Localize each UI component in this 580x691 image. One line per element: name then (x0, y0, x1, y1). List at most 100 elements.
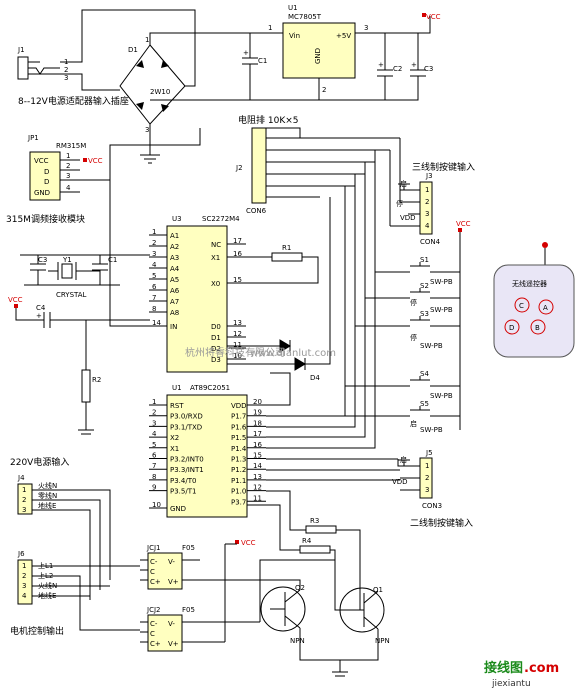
pin-number: 3 (152, 250, 156, 258)
svg-text:C-: C- (150, 620, 158, 628)
svg-text:SW-PB: SW-PB (430, 278, 453, 286)
mcu-ic: U1 AT89C2051 RST1P3.0/RXD2P3.1/TXD3X24X1… (149, 384, 266, 518)
svg-text:地线E: 地线E (38, 501, 56, 510)
logo-dot: .com (524, 661, 559, 676)
pin-label: P3.0/RXD (170, 413, 203, 421)
rf-module: VCC D D GND 1 2 3 4 (29, 151, 80, 201)
pin-label: A1 (170, 232, 179, 240)
pin-number: 1 (152, 398, 156, 406)
ssr-1: JCJ1 F05 C- C C+ V- V+ (140, 544, 225, 590)
pin-label: P1.2 (231, 466, 246, 474)
voltage-regulator: U1 MC7805T Vin +5V GND 1 3 2 (268, 4, 368, 94)
pin-number: 11 (253, 494, 262, 502)
logo-cn: 接线图 (484, 660, 523, 676)
svg-text:VDD: VDD (400, 214, 416, 222)
bridge-rectifier: D1 2W10 1 3 (119, 36, 186, 134)
motor-output-connector: J6 1 2 3 4 上L1 上L2 火线N 地线E (17, 550, 140, 631)
bridge-ref: D1 (128, 46, 138, 54)
remote-btn-b: B (535, 324, 540, 332)
pin-label: D1 (211, 334, 221, 342)
pin-number: 6 (152, 452, 157, 460)
switch-s2: S2 SW-PB 停 (395, 282, 460, 314)
pin-label: X1 (211, 254, 220, 262)
svg-text:2: 2 (64, 66, 68, 74)
svg-text:J5: J5 (425, 449, 433, 457)
pin-number: 9 (152, 484, 156, 492)
svg-text:C: C (150, 630, 155, 638)
svg-text:R3: R3 (310, 517, 319, 525)
svg-text:S1: S1 (420, 256, 429, 264)
svg-text:CON6: CON6 (246, 207, 267, 215)
svg-text:SW-PB: SW-PB (420, 426, 443, 434)
remote-btn-a: A (543, 304, 548, 312)
svg-text:F05: F05 (182, 544, 195, 552)
svg-text:3: 3 (22, 506, 26, 514)
svg-text:1: 1 (22, 562, 26, 570)
three-wire-label: 三线制按键输入 (412, 161, 475, 173)
ac-input-connector: J4 1 2 3 火线N 零线N 地线E (17, 474, 111, 600)
svg-text:SC2272M4: SC2272M4 (202, 215, 240, 223)
svg-text:AT89C2051: AT89C2051 (190, 384, 230, 392)
svg-text:RM315M: RM315M (56, 142, 86, 150)
svg-text:R2: R2 (92, 376, 101, 384)
pin-number: 5 (152, 441, 156, 449)
svg-text:SW-PB: SW-PB (430, 392, 453, 400)
pin-label: X1 (170, 445, 179, 453)
svg-text:停: 停 (410, 298, 417, 307)
svg-text:C1: C1 (108, 256, 117, 264)
svg-text:V-: V- (168, 620, 175, 628)
pin-label: P1.6 (231, 423, 247, 431)
pin-label: A7 (170, 298, 179, 306)
svg-text:SW-PB: SW-PB (430, 306, 453, 314)
svg-text:C+: C+ (150, 578, 161, 586)
pin-label: D0 (211, 323, 221, 331)
svg-text:C4: C4 (36, 304, 46, 312)
pin-number: 10 (233, 352, 242, 360)
pin-label: NC (211, 241, 221, 249)
vcc-top: VCC (426, 13, 441, 21)
pin-number: 8 (152, 473, 156, 481)
pin-label: X0 (211, 280, 220, 288)
svg-text:U3: U3 (172, 215, 182, 223)
svg-text:J4: J4 (17, 474, 25, 482)
svg-text:+: + (378, 61, 384, 69)
pin-number: 18 (253, 419, 262, 427)
resistor-network: J2 CON6 (235, 127, 320, 215)
svg-text:1: 1 (66, 152, 70, 160)
svg-text:VCC: VCC (88, 157, 103, 165)
pin-label: P1.5 (231, 434, 246, 442)
pin-number: 20 (253, 398, 262, 406)
svg-text:停: 停 (396, 199, 403, 208)
svg-text:GND: GND (314, 48, 322, 64)
reg-part: MC7805T (288, 13, 322, 21)
pin-label: P3.2/INT0 (170, 456, 204, 464)
pin-label: P1.3 (231, 456, 246, 464)
svg-text:4: 4 (22, 592, 27, 600)
pin-number: 13 (253, 473, 262, 481)
pin-number: 5 (152, 272, 156, 280)
pin-number: 2 (152, 409, 156, 417)
svg-text:3: 3 (64, 74, 68, 82)
switch-s5: S5 SW-PB 启 (395, 400, 460, 434)
pin-number: 6 (152, 283, 157, 291)
motor-out-label: 电机控制输出 (10, 625, 64, 637)
svg-text:VDD: VDD (392, 478, 408, 486)
svg-text:VCC: VCC (8, 296, 23, 304)
svg-text:C-: C- (150, 558, 158, 566)
pin-label: GND (170, 505, 186, 513)
svg-text:启: 启 (400, 455, 407, 464)
pin-number: 8 (152, 305, 156, 313)
svg-text:C3: C3 (424, 65, 433, 73)
pin-number: 12 (233, 330, 242, 338)
pin-label: P3.5/T1 (170, 488, 196, 496)
pin-label: A3 (170, 254, 179, 262)
pin-number: 13 (233, 319, 242, 327)
pin-label: P1.0 (231, 488, 246, 496)
pin-number: 14 (253, 462, 262, 470)
svg-text:1: 1 (268, 24, 272, 32)
pin-label: A4 (170, 265, 180, 273)
svg-text:C2: C2 (393, 65, 402, 73)
svg-text:V-: V- (168, 558, 175, 566)
resnet-label: 电阻排 10K×5 (238, 114, 298, 126)
